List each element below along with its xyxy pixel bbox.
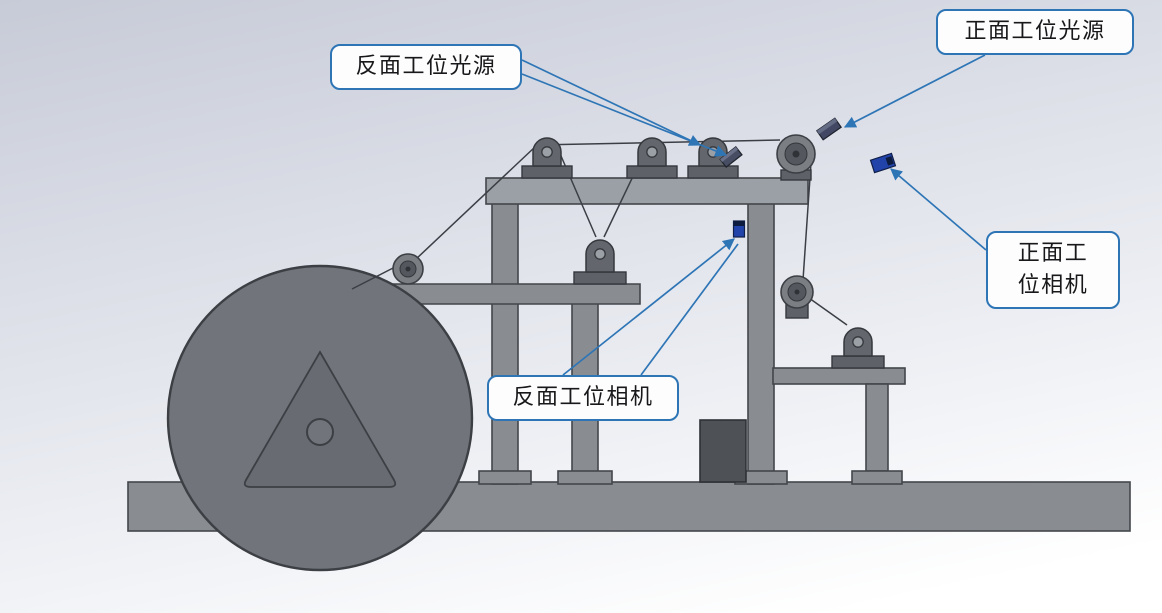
gantry-frame [478, 177, 809, 485]
right-leg [865, 383, 889, 472]
right-platform-assembly [772, 367, 906, 485]
leader-front-light [843, 54, 986, 128]
equipment-box [699, 419, 747, 483]
right-platform [772, 367, 906, 385]
callout-front-light-label: 正面工位光源 [964, 19, 1106, 45]
callout-back-light-label: 反面工位光源 [355, 54, 497, 80]
gantry-left-foot [478, 470, 532, 485]
callout-front-camera-label: 正面工 位相机 [1017, 241, 1089, 298]
callout-back-camera: 反面工位相机 [487, 375, 679, 421]
gantry-right-post [747, 197, 775, 485]
arm-left-pulley [392, 253, 424, 285]
callout-back-light: 反面工位光源 [330, 44, 522, 90]
gantry-top-beam [485, 177, 809, 205]
callout-front-light: 正面工位光源 [936, 9, 1134, 55]
front-camera-icon [869, 152, 897, 174]
back-camera-icon [732, 220, 746, 238]
gantry-left-post [491, 197, 519, 485]
bearing-block-3 [687, 137, 739, 179]
leader-back-camera-1 [562, 238, 735, 376]
middle-bearing [573, 239, 627, 285]
leader-back-camera-2 [640, 243, 739, 376]
back-light-source-icon [719, 146, 743, 168]
leader-back-light-1 [521, 59, 702, 146]
top-right-pulley [776, 134, 816, 181]
unwind-roll [166, 264, 474, 572]
callout-front-camera: 正面工 位相机 [986, 231, 1120, 309]
lower-right-pulley [780, 275, 814, 319]
middle-foot [557, 470, 613, 485]
leader-back-light-2 [521, 73, 728, 157]
callout-back-camera-label: 反面工位相机 [512, 385, 654, 411]
right-foot [851, 470, 903, 485]
leader-lines [521, 54, 987, 376]
bearing-block-1 [521, 137, 573, 179]
bearing-block-2 [626, 137, 678, 179]
leader-front-camera [890, 168, 987, 251]
right-bearing [831, 327, 885, 369]
front-light-source-icon [815, 117, 843, 141]
roll-axle-hole [306, 418, 334, 446]
